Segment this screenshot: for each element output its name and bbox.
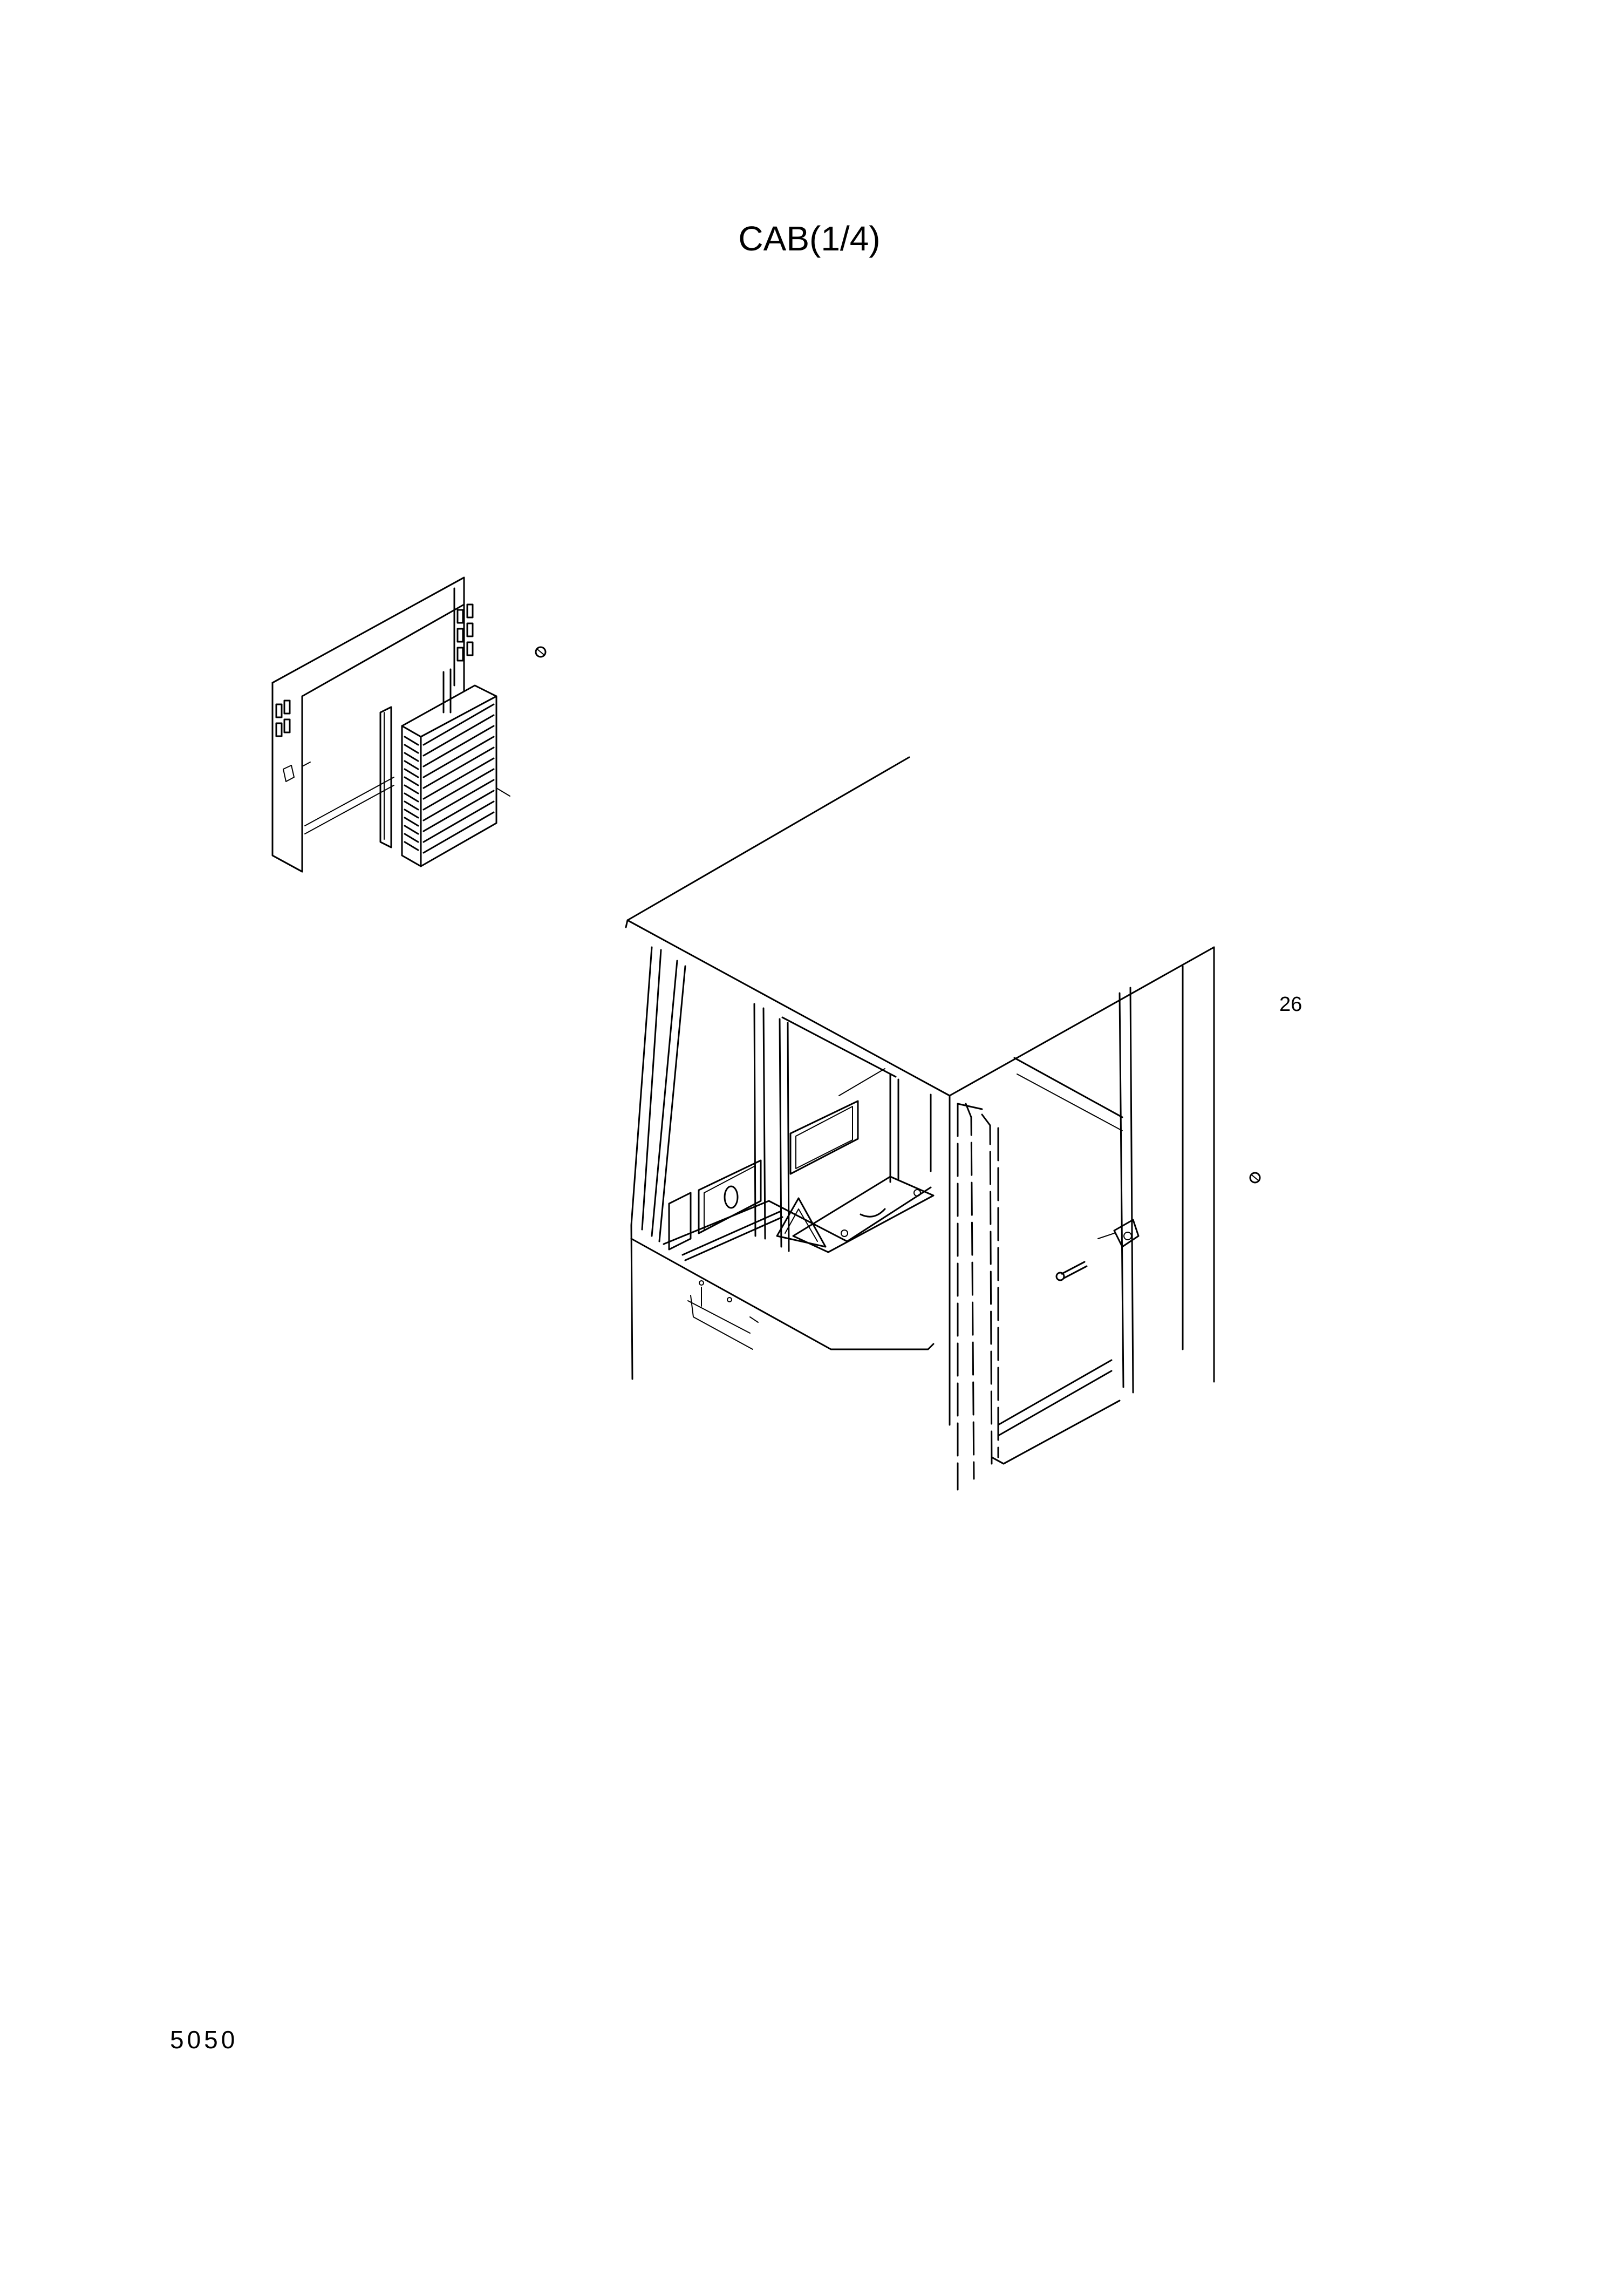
cab-body [625,756,1261,1491]
callout-26: 26 [1279,993,1303,1016]
filter-panel-detail [271,576,547,873]
page-title: CAB(1/4) [738,219,881,258]
page-number: 5050 [170,2026,238,2054]
